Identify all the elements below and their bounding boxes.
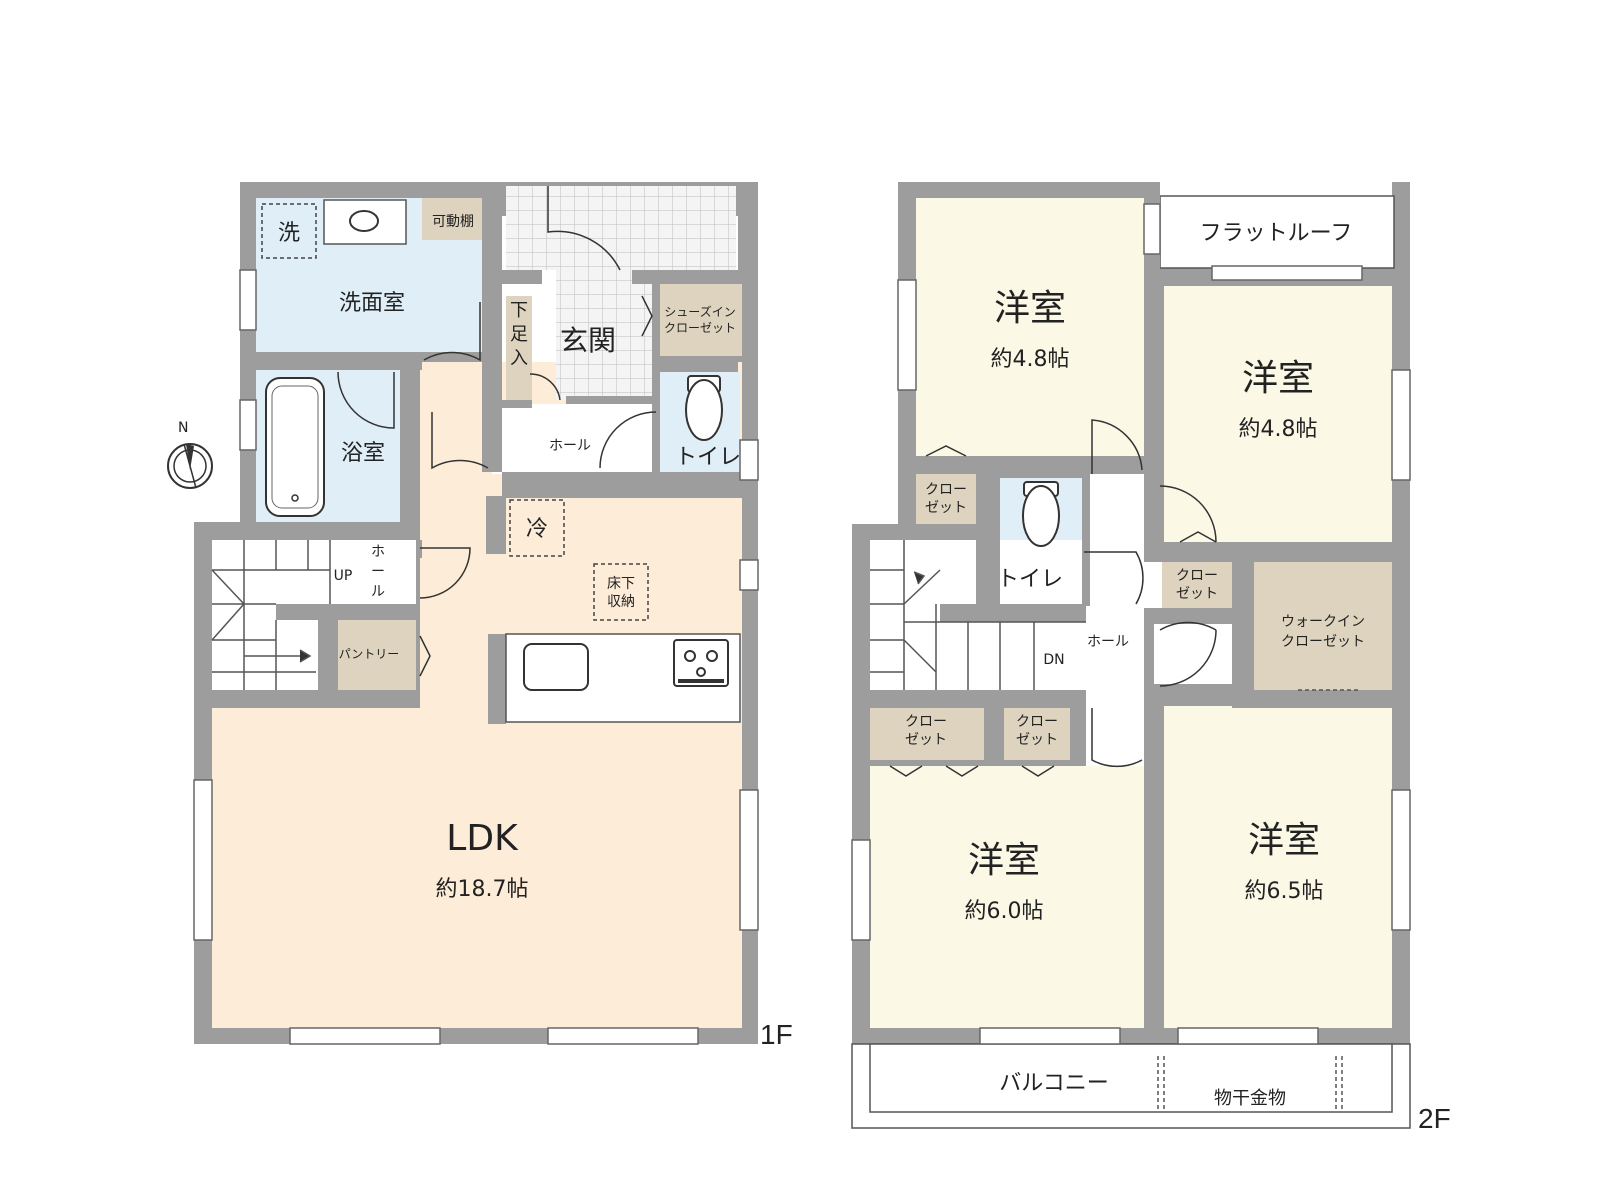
windows-2f <box>851 203 1411 1045</box>
bedroom-sw <box>870 766 1144 1028</box>
fridge-label: 冷 <box>526 517 548 542</box>
stairs-1f-lines <box>211 540 331 690</box>
shoe-box-label-2: 足 <box>510 324 528 345</box>
drying-hardware-label: 物干金物 <box>1214 1088 1286 1109</box>
underfloor-label-2: 収納 <box>607 594 635 610</box>
toilet-2f-icon <box>1022 481 1060 547</box>
basin-icon <box>349 210 379 232</box>
pantry <box>338 620 416 690</box>
closet-nw-label-2: ゼット <box>925 500 967 516</box>
shoe-box-label-3: 入 <box>510 348 528 369</box>
stove-icon <box>673 639 729 687</box>
stairs-up-label: UP <box>334 568 353 584</box>
walk-in-closet <box>1254 562 1392 690</box>
doors-2f <box>889 419 1217 777</box>
bedroom-ne-size: 約4.8帖 <box>1239 417 1318 442</box>
washer-spot <box>261 203 317 259</box>
doors-1f <box>337 186 657 677</box>
windows-1f <box>193 269 759 1045</box>
ldk-size: 約18.7帖 <box>436 877 529 902</box>
closet-nw <box>916 474 976 524</box>
pantry-label: パントリー <box>339 647 400 661</box>
bedroom-se-label: 洋室 <box>1248 820 1320 861</box>
compass-icon: N <box>167 420 213 489</box>
closet-sw-2 <box>1004 708 1070 760</box>
floor-1-label: 1F <box>760 1019 793 1050</box>
stairs-2f-lines <box>870 540 1086 690</box>
bath-label: 浴室 <box>341 441 385 466</box>
stair-hall-label-2: ー <box>371 564 385 580</box>
washer-label: 洗 <box>278 221 300 246</box>
bedroom-se-size: 約6.5帖 <box>1245 879 1324 904</box>
movable-shelf <box>422 198 484 240</box>
hall-2f-label: ホール <box>1087 634 1129 650</box>
wash-room-label: 洗面室 <box>339 291 405 316</box>
closet-ne-label-2: ゼット <box>1176 586 1218 602</box>
floor-2-label: 2F <box>1418 1103 1451 1134</box>
bedroom-sw-size: 約6.0帖 <box>965 899 1044 924</box>
toilet-1f-label: トイレ <box>675 445 741 470</box>
sink-icon <box>523 643 589 691</box>
floor-1: LDK 約18.7帖 洗面室 洗 浴室 可動棚 玄関 下 足 入 シューズイン … <box>193 182 793 1050</box>
fridge-spot <box>509 499 565 557</box>
toilet-2f-label: トイレ <box>997 567 1063 592</box>
floor-2: 洋室 約4.8帖 洋室 約4.8帖 洋室 約6.0帖 洋室 約6.5帖 フラット… <box>851 182 1451 1134</box>
shoes-in-closet <box>658 284 742 356</box>
stair-hall-label-1: ホ <box>371 544 385 560</box>
flat-roof-label: フラットルーフ <box>1200 221 1353 246</box>
bedroom-ne <box>1164 286 1392 542</box>
closet-sw1-label-1: クロー <box>905 714 947 730</box>
hall-label: ホール <box>549 438 591 454</box>
balcony-label: バルコニー <box>999 1071 1109 1096</box>
bedroom-se <box>1164 706 1392 1028</box>
closet-sw2-label-1: クロー <box>1016 714 1058 730</box>
ldk-label: LDK <box>446 818 519 859</box>
bedroom-nw-label: 洋室 <box>994 288 1066 329</box>
underfloor-hatch <box>593 563 649 621</box>
drying-rack-marks <box>1157 689 1360 1110</box>
compass-north: N <box>178 420 188 436</box>
bedroom-ne-label: 洋室 <box>1242 358 1314 399</box>
shoes-in-closet-label-1: シューズイン <box>664 304 735 319</box>
closet-ne-label-1: クロー <box>1176 568 1218 584</box>
stairs-down-label: DN <box>1043 652 1064 668</box>
bedroom-sw-label: 洋室 <box>968 840 1040 881</box>
bedroom-nw <box>916 198 1144 456</box>
porch-tile <box>506 186 736 270</box>
bedroom-nw-size: 約4.8帖 <box>991 347 1070 372</box>
walk-in-closet-label-2: クローゼット <box>1281 634 1365 650</box>
toilet-1f-icon <box>685 375 723 441</box>
movable-shelf-label: 可動棚 <box>432 214 474 230</box>
entrance-label: 玄関 <box>560 324 616 357</box>
closet-ne <box>1162 562 1232 608</box>
shoe-box-label-1: 下 <box>510 300 528 321</box>
stair-hall-label-3: ル <box>371 584 385 600</box>
closet-sw-1 <box>870 708 984 760</box>
shoe-box <box>506 296 532 404</box>
entrance-area <box>556 270 656 400</box>
ldk-room <box>212 706 742 1028</box>
closet-sw2-label-2: ゼット <box>1016 732 1058 748</box>
shoes-in-closet-label-2: クローゼット <box>664 321 736 335</box>
walk-in-closet-label-1: ウォークイン <box>1281 614 1365 630</box>
closet-sw1-label-2: ゼット <box>905 732 947 748</box>
closet-nw-label-1: クロー <box>925 482 967 498</box>
underfloor-label-1: 床下 <box>607 576 635 592</box>
